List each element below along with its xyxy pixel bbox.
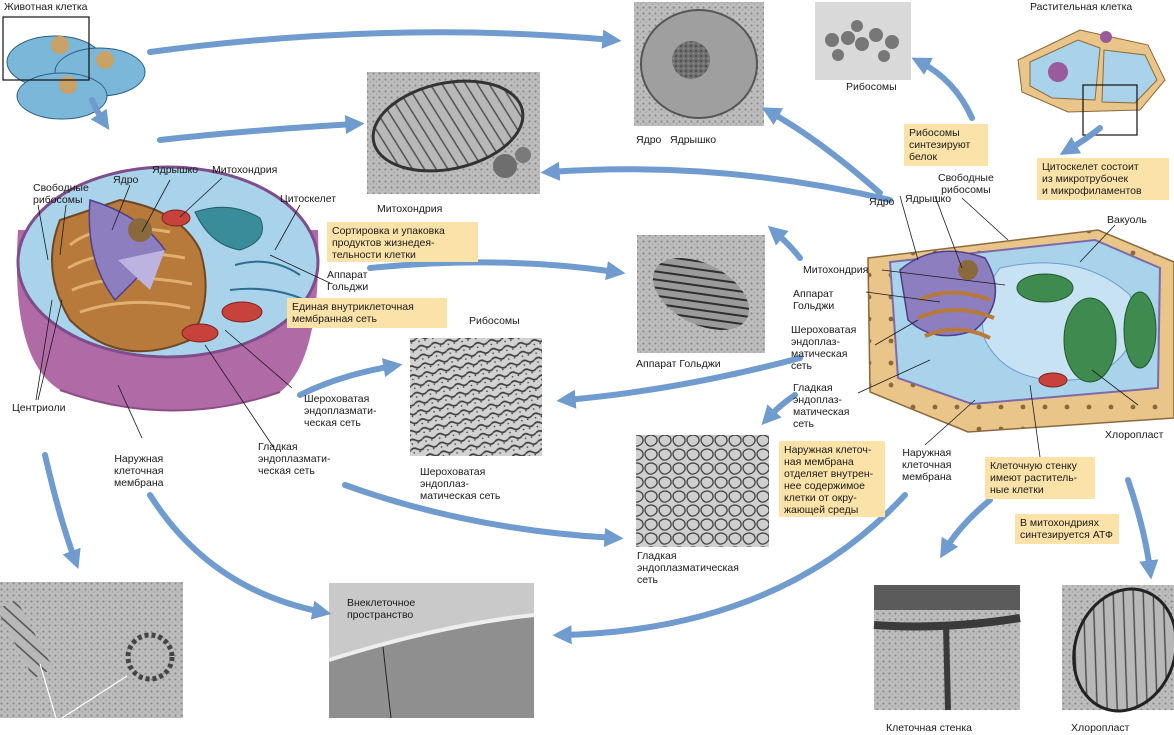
cell-wall-function-callout: Клеточную стенку имеют раститель- ные кл… — [985, 457, 1095, 499]
plant-rough-er-label: Шероховатая эндоплаз- матическая сеть — [791, 324, 857, 372]
extracellular-space-label: Внеклеточное пространство — [347, 597, 416, 621]
plant-smooth-er-label: Гладкая эндоплаз- матическая сеть — [793, 382, 850, 430]
micrograph-rough-er — [410, 338, 542, 456]
plant-membrane-label: Наружная клеточная мембрана — [902, 447, 952, 483]
ribosomes-photo-label: Рибосомы — [846, 81, 897, 93]
micrograph-cell-wall — [873, 585, 1021, 711]
plant-vacuole-label: Вакуоль — [1107, 214, 1147, 226]
animal-centrioles-label: Центриоли — [12, 402, 66, 414]
plant-mitochondrion-label: Митохондрия — [803, 264, 869, 276]
nucleus-photo-label: Ядро — [636, 134, 662, 146]
micrograph-ribosomes — [815, 2, 911, 80]
plant-golgi-label: Аппарат Гольджи — [793, 288, 835, 312]
animal-cell-title: Животная клетка — [4, 1, 88, 13]
cell-wall-photo-label: Клеточная стенка — [886, 722, 972, 734]
animal-smooth-er-label: Гладкая эндоплазмати- ческая сеть — [258, 441, 331, 477]
plant-free-ribosomes-label: Свободные рибосомы — [938, 172, 994, 196]
animal-nucleus-label: Ядро — [113, 174, 139, 186]
membrane-function-callout: Наружная клеточ- ная мембрана отделяет в… — [779, 441, 885, 517]
animal-nucleolus-label: Ядрышко — [152, 164, 199, 176]
animal-golgi-label: Аппарат Гольджи — [327, 269, 369, 293]
animal-cell-illustration — [16, 165, 320, 412]
animal-rough-er-label: Шероховатая эндоплазмати- ческая сеть — [304, 393, 377, 429]
nucleolus-photo-label: Ядрышко — [670, 134, 717, 146]
animal-cell-thumbnail — [2, 16, 146, 120]
plant-cell-illustration — [867, 229, 1174, 433]
plant-nucleolus-label: Ядрышко — [905, 193, 952, 205]
rough-er-photo-label: Шероховатая эндоплаз- матическая сеть — [420, 466, 501, 502]
plant-cell-title: Растительная клетка — [1030, 1, 1133, 13]
animal-free-ribosomes-label: Свободные рибосомы — [33, 182, 89, 206]
rough-er-photo-ribosomes-label: Рибосомы — [469, 315, 520, 327]
smooth-er-photo-label: Гладкая эндоплазматическая сеть — [637, 550, 739, 586]
micrograph-nucleus — [634, 2, 764, 126]
golgi-photo-label: Аппарат Гольджи — [636, 358, 721, 370]
animal-membrane-label: Наружная клеточная мембрана — [114, 453, 164, 489]
micrograph-golgi — [637, 235, 765, 353]
micrograph-extracellular — [328, 583, 535, 719]
plant-cell-thumbnail — [1017, 29, 1166, 136]
micrograph-smooth-er — [636, 435, 769, 547]
leader-lines — [35, 177, 1139, 458]
mitochondrion-photo-label: Митохондрия — [377, 203, 443, 215]
ribosome-function-callout: Рибосомы синтезируют белок — [904, 124, 988, 166]
animal-cytoskeleton-label: Цитоскелет — [280, 193, 337, 205]
plant-nucleus-label: Ядро — [869, 196, 895, 208]
mitochondria-function-callout: В митохондриях синтезируется АТФ — [1015, 514, 1119, 544]
plant-chloroplast-label: Хлоропласт — [1105, 429, 1164, 441]
connector-arrows — [42, 29, 1159, 645]
cytoskeleton-function-callout: Цитоскелет состоит из микротрубочек и ми… — [1037, 158, 1169, 200]
micrograph-centrioles — [0, 582, 183, 719]
animal-mitochondrion-label: Митохондрия — [212, 164, 278, 176]
chloroplast-photo-label: Хлоропласт — [1071, 722, 1130, 734]
er-function-callout: Единая внутриклеточная мембранная сеть — [287, 298, 447, 328]
micrograph-chloroplast — [1062, 585, 1174, 713]
micrograph-mitochondrion — [367, 72, 540, 194]
golgi-function-callout: Сортировка и упаковка продуктов жизнедея… — [327, 222, 478, 262]
